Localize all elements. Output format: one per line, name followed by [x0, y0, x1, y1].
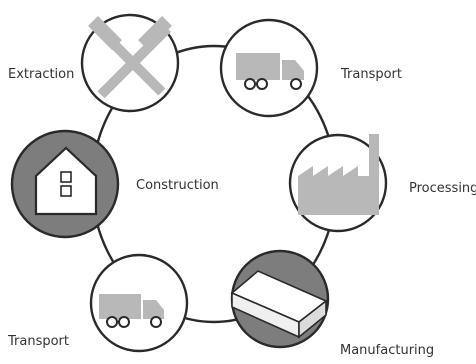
processing-node: [288, 133, 388, 233]
construction-label: Construction: [136, 178, 219, 193]
transport-top-node: [219, 18, 319, 118]
house-icon: [34, 146, 98, 216]
factory-icon: [298, 134, 379, 215]
truck-icon: [99, 294, 164, 328]
transport-top-label: Transport: [340, 67, 402, 82]
transport-bottom-node: [89, 253, 189, 353]
processing-label: Processing: [409, 181, 476, 196]
block-icon: [230, 270, 328, 339]
truck-icon: [236, 53, 304, 90]
construction-node: [10, 129, 120, 239]
manufacturing-node: [230, 249, 330, 349]
crossed-hammers-icon: [88, 16, 172, 99]
extraction-node: [80, 13, 180, 113]
manufacturing-label: Manufacturing: [340, 343, 434, 358]
extraction-label: Extraction: [8, 67, 74, 82]
transport-bottom-label: Transport: [7, 334, 69, 349]
